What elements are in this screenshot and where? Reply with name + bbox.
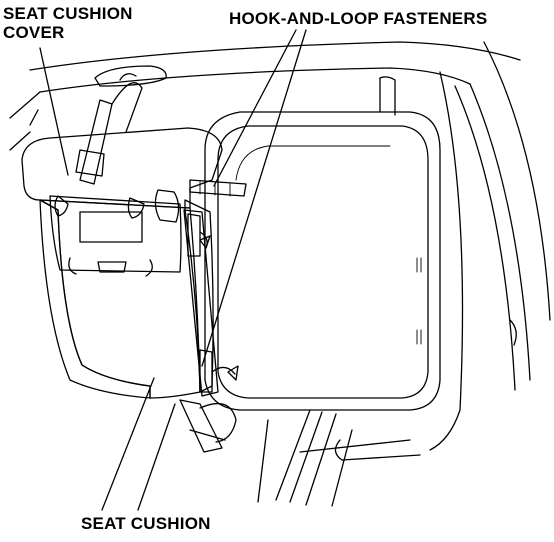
cover-straps (75, 73, 239, 453)
vehicle-interior (9, 41, 551, 507)
seat-cushion (39, 189, 201, 399)
label-seat-cushion-cover-line2: COVER (3, 23, 65, 42)
leader-hook-1 (213, 29, 297, 187)
leader-hook-2 (201, 29, 307, 367)
seat-back (204, 111, 441, 411)
leader-cushion-2 (137, 403, 176, 511)
label-seat-cushion-cover-line1: SEAT CUSHION (3, 4, 133, 23)
leader-lines (39, 29, 307, 511)
label-seat-cushion-cover: SEAT CUSHION COVER (3, 4, 133, 42)
label-seat-cushion: SEAT CUSHION (81, 514, 211, 533)
leader-cushion-1 (101, 377, 155, 511)
leader-cover (39, 47, 69, 176)
label-hook-and-loop-fasteners: HOOK-AND-LOOP FASTENERS (229, 9, 488, 28)
